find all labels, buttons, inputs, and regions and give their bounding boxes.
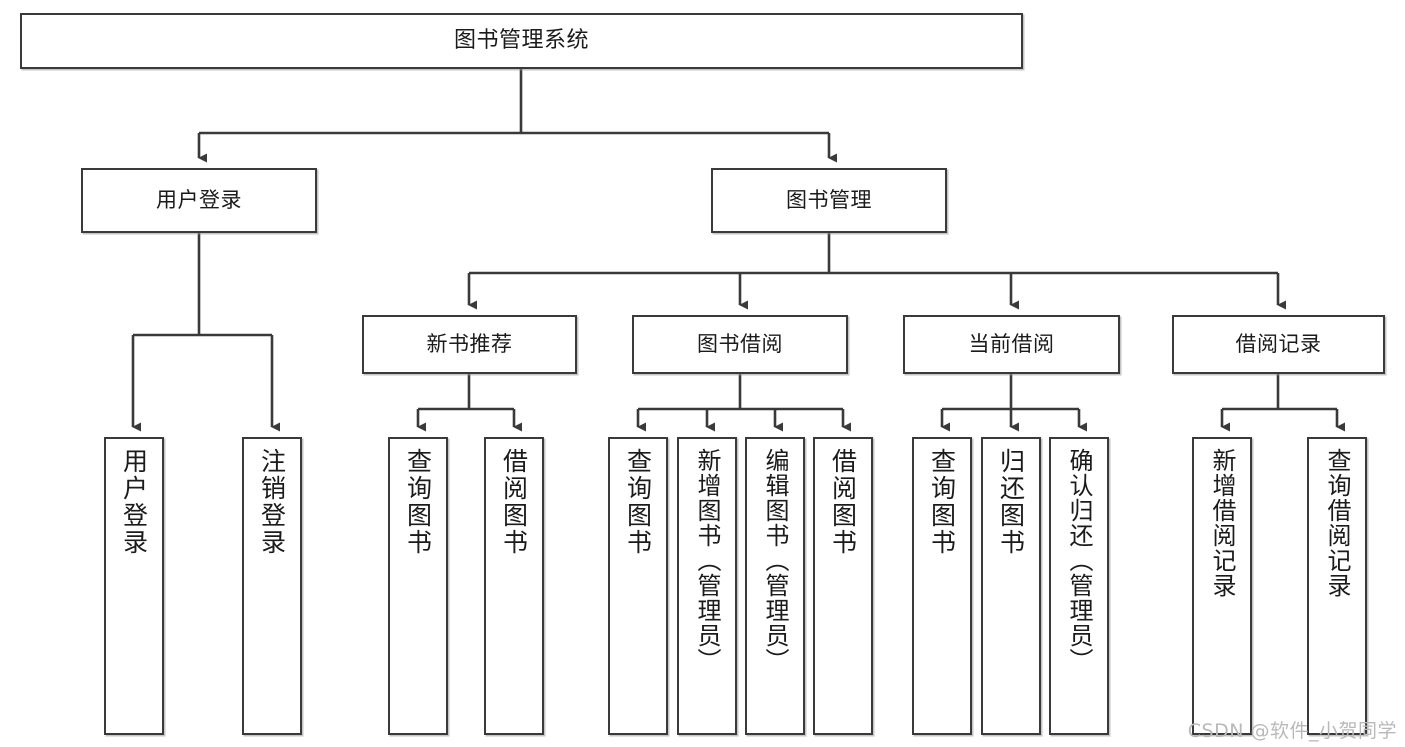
- leaf-query-book-current[interactable]: 查询图书: [912, 437, 972, 735]
- leaf-query-borrow-record[interactable]: 查询借阅记录: [1307, 437, 1367, 735]
- leaf-borrow-book-new[interactable]: 借阅图书: [484, 437, 544, 735]
- leaf-add-book-admin[interactable]: 新增图书（管理员）: [677, 437, 737, 735]
- node-label: 新增借阅记录: [1208, 448, 1236, 598]
- node-label: 当前借阅: [968, 332, 1055, 357]
- node-new-book-recommendation[interactable]: 新书推荐: [362, 315, 577, 374]
- leaf-return-book[interactable]: 归还图书: [981, 437, 1041, 735]
- node-label: 借阅图书: [828, 448, 858, 556]
- node-label: 查询图书: [927, 448, 957, 556]
- leaf-user-login[interactable]: 用户登录: [104, 437, 164, 735]
- node-label: 注销登录: [257, 448, 287, 556]
- node-label: 查询图书: [403, 448, 433, 556]
- leaf-confirm-return-admin[interactable]: 确认归还（管理员）: [1049, 437, 1109, 735]
- node-label: 图书借阅: [697, 332, 783, 357]
- node-label: 编辑图书（管理员）: [761, 448, 789, 673]
- node-user-login[interactable]: 用户登录: [81, 168, 317, 233]
- node-label: 确认归还（管理员）: [1065, 448, 1093, 673]
- leaf-query-book-borrow[interactable]: 查询图书: [608, 437, 668, 735]
- leaf-logout[interactable]: 注销登录: [242, 437, 302, 735]
- node-root-book-management-system[interactable]: 图书管理系统: [20, 13, 1023, 69]
- node-book-borrowing[interactable]: 图书借阅: [632, 315, 848, 374]
- node-label: 归还图书: [996, 448, 1026, 556]
- node-label: 新增图书（管理员）: [693, 448, 721, 673]
- leaf-edit-book-admin[interactable]: 编辑图书（管理员）: [745, 437, 805, 735]
- node-label: 图书管理系统: [453, 28, 589, 54]
- node-label: 用户登录: [119, 448, 149, 556]
- node-label: 查询借阅记录: [1323, 448, 1351, 598]
- node-label: 新书推荐: [426, 332, 513, 357]
- node-borrowing-record[interactable]: 借阅记录: [1172, 315, 1385, 374]
- leaf-add-borrow-record[interactable]: 新增借阅记录: [1192, 437, 1252, 735]
- leaf-query-book-new[interactable]: 查询图书: [388, 437, 448, 735]
- node-label: 借阅记录: [1235, 332, 1322, 357]
- node-label: 借阅图书: [499, 448, 529, 556]
- node-current-borrowing[interactable]: 当前借阅: [903, 315, 1120, 374]
- leaf-borrow-book[interactable]: 借阅图书: [813, 437, 873, 735]
- node-label: 用户登录: [156, 188, 242, 213]
- node-book-management[interactable]: 图书管理: [711, 168, 947, 233]
- csdn-watermark: CSDN @软件_小贺同学: [1187, 720, 1397, 742]
- node-label: 图书管理: [786, 188, 872, 213]
- node-label: 查询图书: [623, 448, 653, 556]
